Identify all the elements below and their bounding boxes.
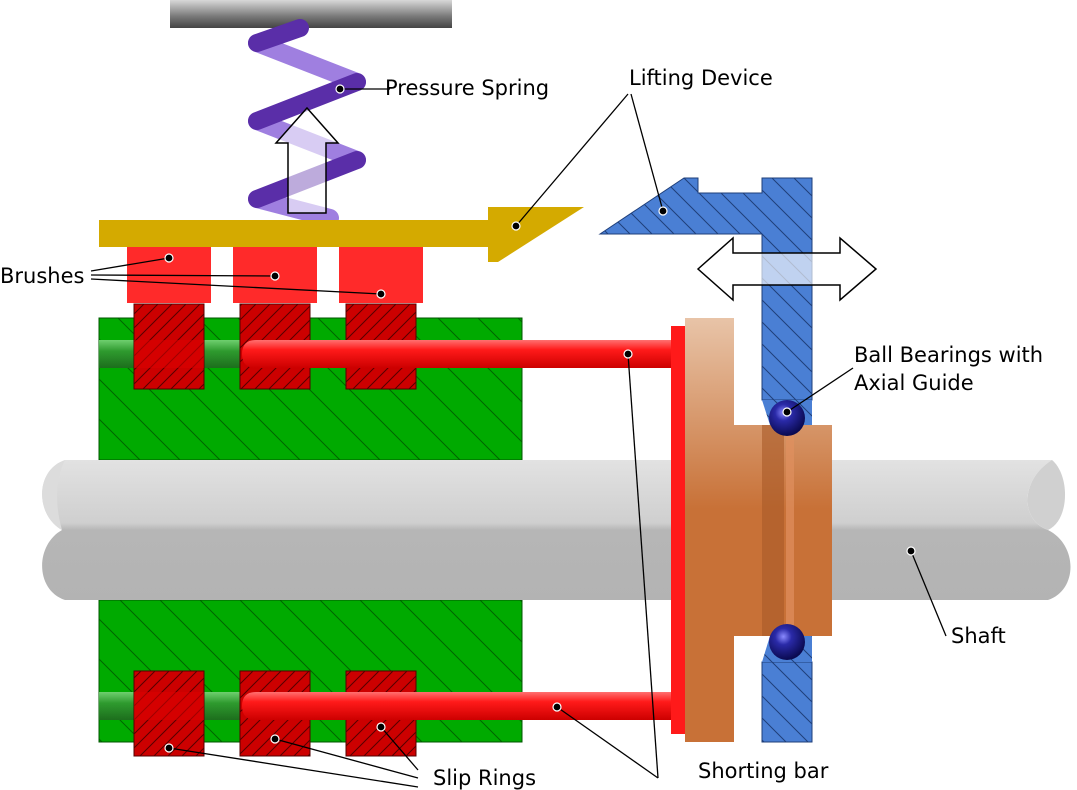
brush-holder [99,207,584,262]
shorting-rod-top [242,340,673,368]
up-arrow-icon [274,106,340,214]
ball-bearing-bottom [769,624,805,660]
label-slip-rings: Slip Rings [433,766,536,790]
shorting-rod-bottom [242,692,673,720]
shorting-bar [671,326,685,734]
leader-dots [164,84,916,753]
label-pressure-spring: Pressure Spring [385,76,549,100]
label-lifting-device: Lifting Device [629,66,773,90]
top-support-bar [170,0,452,28]
lifting-device-arm [598,177,813,401]
label-shaft: Shaft [951,624,1006,648]
label-brushes: Brushes [0,264,84,288]
label-ball-bearings-line1: Ball Bearings with [854,343,1043,367]
ball-bearing-top [769,400,805,436]
shaft [42,460,1071,600]
axial-double-arrow-icon [696,236,878,302]
label-shorting-bar: Shorting bar [698,759,829,783]
leader-lines [90,88,947,788]
label-ball-bearings-line2: Axial Guide [854,371,974,395]
lifting-device-lower [761,661,813,743]
